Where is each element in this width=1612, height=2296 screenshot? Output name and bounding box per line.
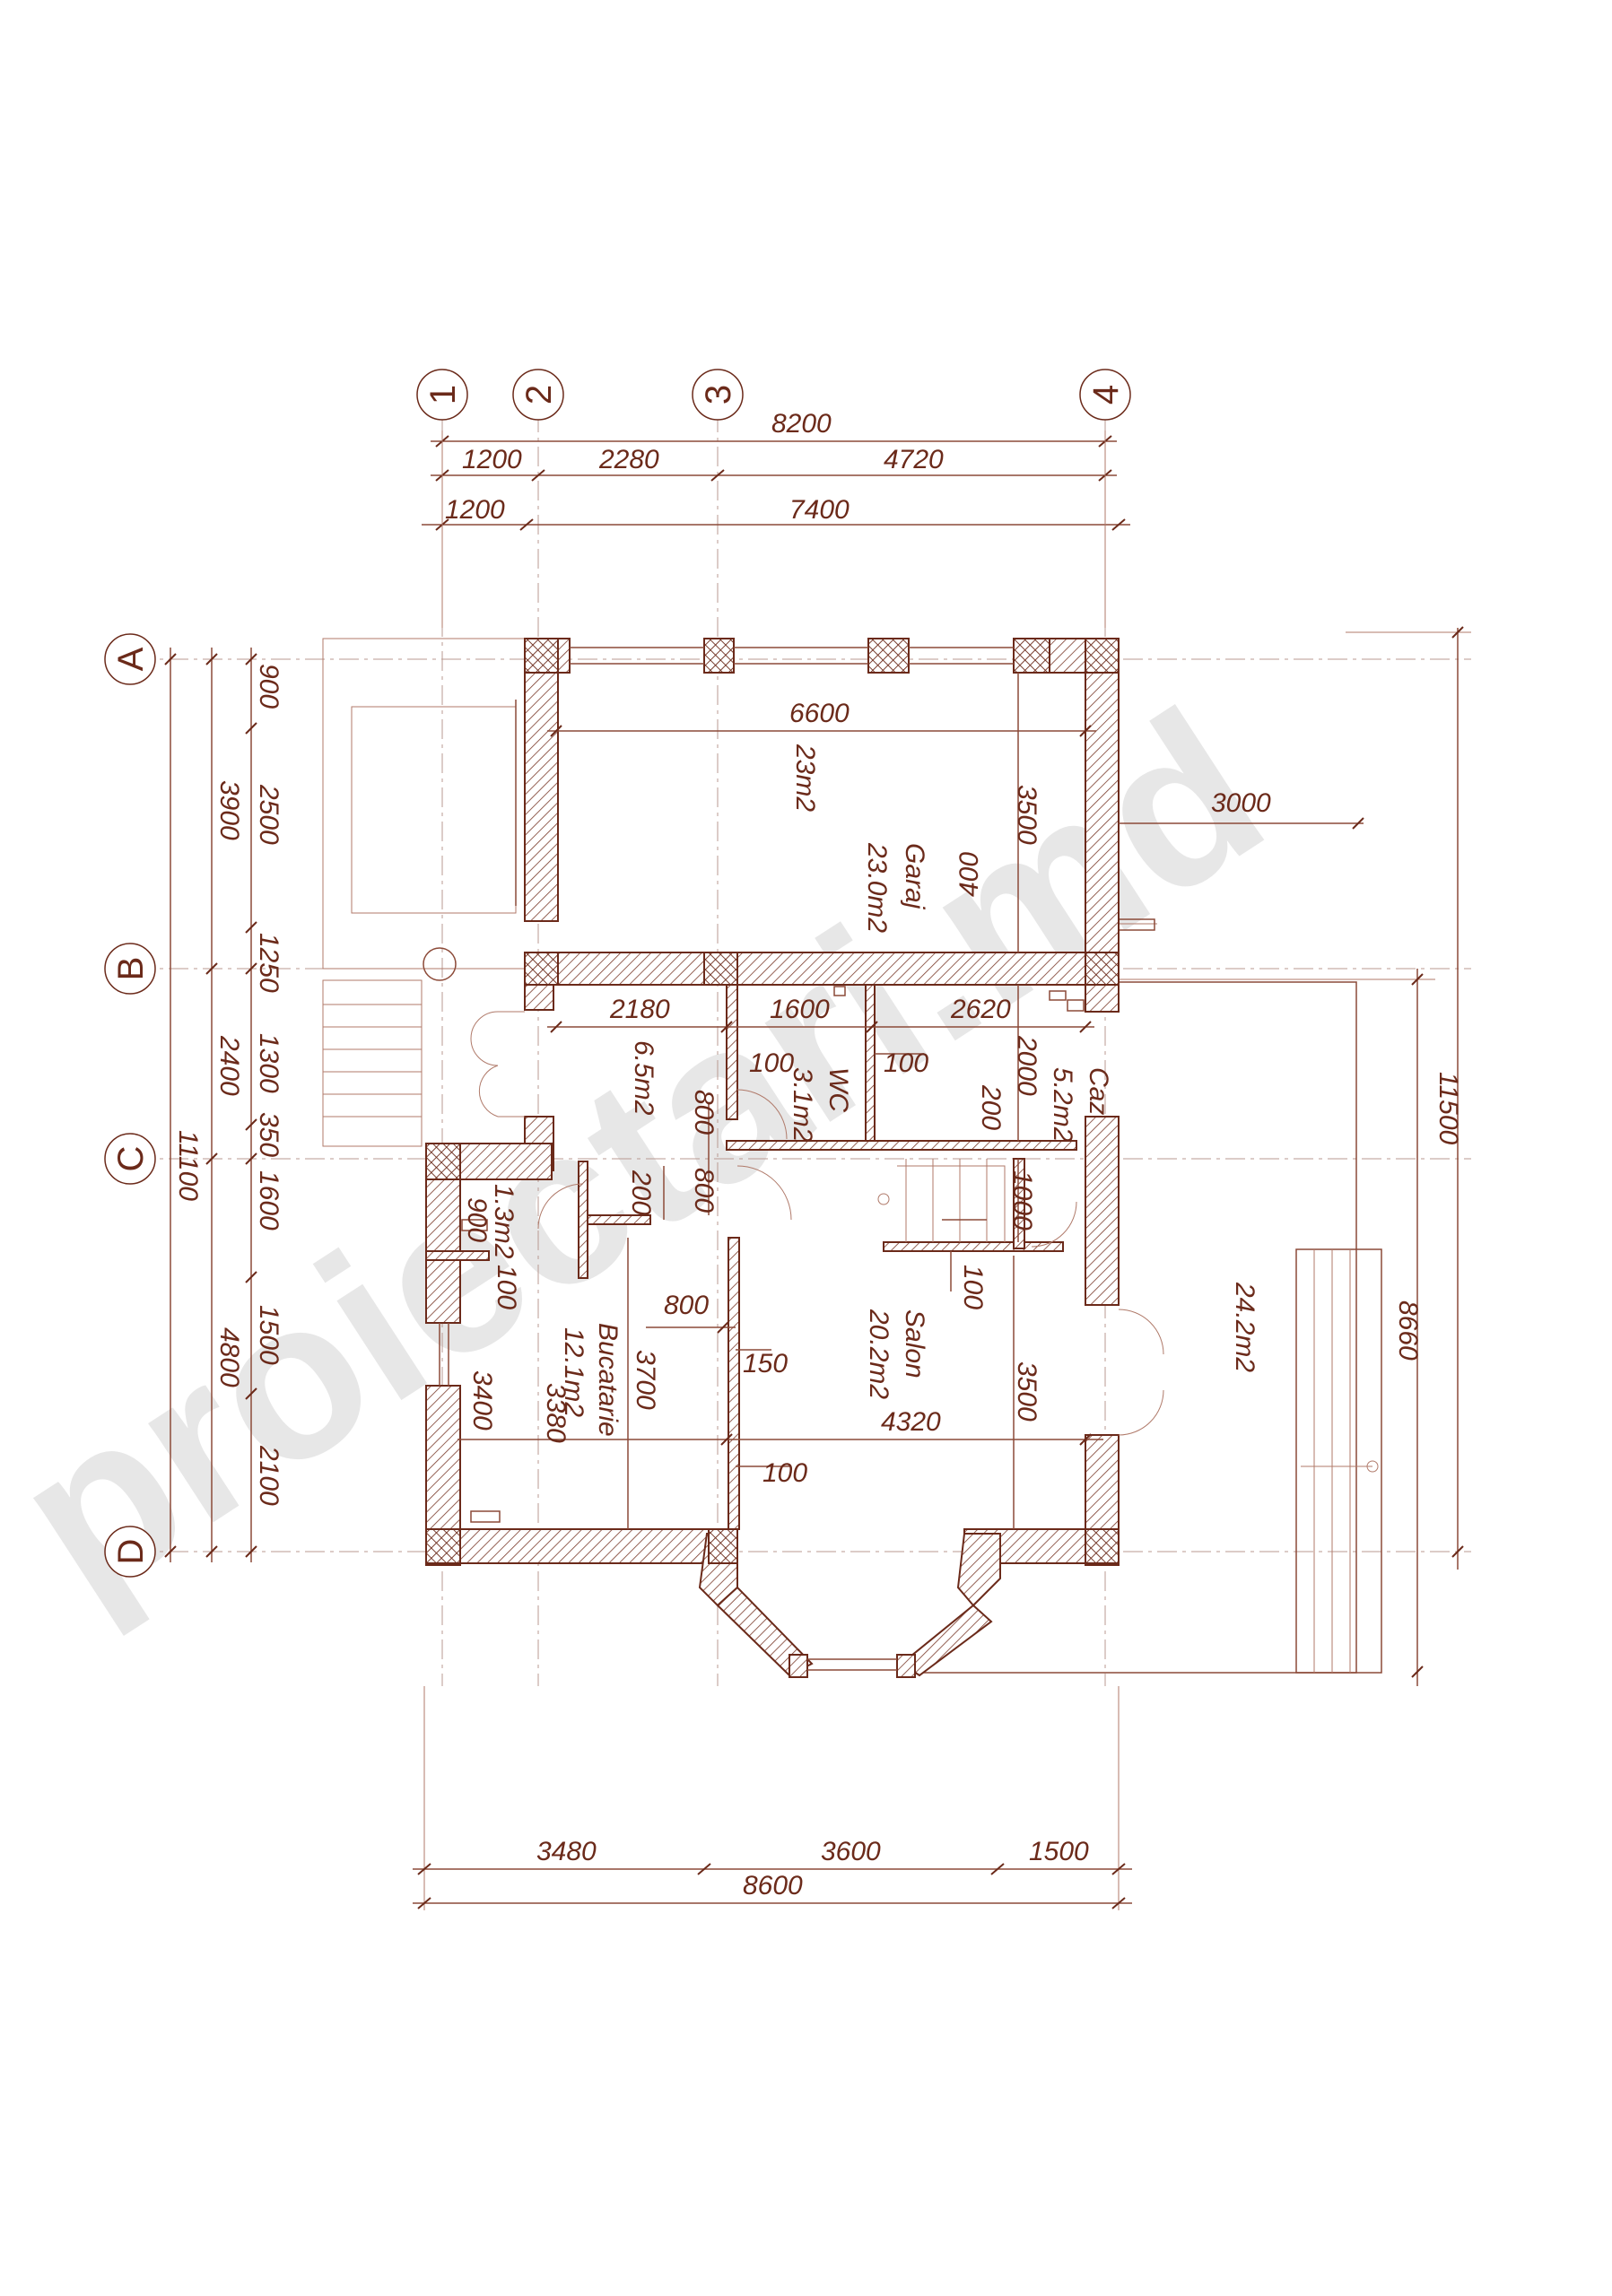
svg-text:C: C xyxy=(111,1146,151,1172)
wc-area: 3.1m2 xyxy=(788,1067,817,1143)
walls xyxy=(425,638,1120,1678)
axis-bubble-1: 1 xyxy=(416,369,468,421)
caz-name: Caz xyxy=(1084,1067,1113,1115)
dim-900: 900 xyxy=(462,1197,492,1242)
right-dimensions: 11500 8660 xyxy=(1105,626,1471,1686)
salon-area: 20.2m2 xyxy=(864,1309,893,1399)
hall-area: 6.5m2 xyxy=(629,1040,658,1116)
dim-3380: 3380 xyxy=(541,1383,571,1443)
dim-bottom-1500: 1500 xyxy=(1029,1837,1089,1866)
dim-left-350: 350 xyxy=(254,1112,283,1157)
dim-4320: 4320 xyxy=(881,1407,941,1437)
svg-text:B: B xyxy=(111,957,151,981)
doors xyxy=(461,986,1164,1523)
dim-left-2500: 2500 xyxy=(254,784,283,845)
axis-bubble-c: C xyxy=(104,1133,156,1185)
dim-garage-400: 400 xyxy=(954,852,984,897)
dim-top2-1200: 1200 xyxy=(445,495,505,525)
bottom-dimensions: 3480 3600 1500 8600 xyxy=(413,1686,1132,1910)
dim-100e: 100 xyxy=(762,1458,807,1488)
bucatarie-area: 12.1m2 xyxy=(559,1327,588,1417)
dim-1000: 1000 xyxy=(1007,1170,1037,1231)
dim-top2-7400: 7400 xyxy=(789,495,850,525)
dim-left-1600: 1600 xyxy=(254,1170,283,1231)
dim-hall-width: 2180 xyxy=(609,995,670,1024)
svg-text:2: 2 xyxy=(519,385,559,404)
dim-left-3900: 3900 xyxy=(214,780,244,840)
svg-text:D: D xyxy=(111,1539,151,1565)
dim-top-1200: 1200 xyxy=(462,445,522,474)
interior-dim-lines xyxy=(457,673,1364,1529)
dim-garage-ext: 3000 xyxy=(1211,788,1271,818)
axis-bubble-4: 4 xyxy=(1079,369,1131,421)
dim-caz-width: 2620 xyxy=(950,995,1011,1024)
dim-100d: 100 xyxy=(492,1265,521,1309)
svg-text:1: 1 xyxy=(423,385,463,404)
garaj-area-a: 23m2 xyxy=(790,744,820,812)
salon-name: Salon xyxy=(900,1309,929,1378)
dim-3500b: 3500 xyxy=(1012,1361,1041,1422)
dim-top-2280: 2280 xyxy=(598,445,659,474)
dim-top-4720: 4720 xyxy=(884,445,944,474)
interior-dims: 6600 3500 3000 400 2180 1600 2620 100 10… xyxy=(462,699,1271,1488)
dim-left-1300: 1300 xyxy=(254,1033,283,1093)
dim-bottom-3480: 3480 xyxy=(536,1837,597,1866)
garaj-name: Garaj xyxy=(900,843,929,910)
left-dimensions: 11100 3900 2400 4800 900 2500 1250 1300 … xyxy=(164,648,283,1562)
dim-100c: 100 xyxy=(958,1265,988,1309)
svg-text:A: A xyxy=(111,647,151,671)
dim-left-2100: 2100 xyxy=(254,1445,283,1506)
room-labels: 23m2 Garaj 23.0m2 6.5m2 WC 3.1m2 Caz 5.2… xyxy=(489,744,1259,1437)
dim-3700: 3700 xyxy=(631,1350,660,1410)
terrace-area: 24.2m2 xyxy=(1230,1282,1259,1372)
dim-left-1500: 1500 xyxy=(254,1305,283,1365)
top-dimensions: 8200 1200 2280 4720 1200 7400 xyxy=(422,409,1130,628)
dim-100a: 100 xyxy=(749,1048,794,1078)
axis-bubble-3: 3 xyxy=(692,369,744,421)
dim-right-11500: 11500 xyxy=(1433,1072,1463,1145)
axis-bubble-a: A xyxy=(104,633,156,685)
bucatarie-name: Bucatarie xyxy=(593,1323,623,1437)
dim-200a: 200 xyxy=(976,1084,1006,1130)
dim-left-4800: 4800 xyxy=(214,1327,244,1387)
dim-800b: 800 xyxy=(689,1168,719,1213)
dim-800c: 800 xyxy=(664,1291,709,1320)
dim-left-900: 900 xyxy=(254,664,283,709)
dim-bottom-3600: 3600 xyxy=(821,1837,881,1866)
dim-2000: 2000 xyxy=(1012,1035,1041,1096)
dim-left-2400: 2400 xyxy=(214,1035,244,1096)
dim-150: 150 xyxy=(743,1349,788,1378)
external-outlines xyxy=(322,638,1382,1674)
garaj-area-b: 23.0m2 xyxy=(862,842,892,933)
dim-top-total: 8200 xyxy=(771,409,832,439)
dim-200b: 200 xyxy=(626,1170,656,1215)
wc-name: WC xyxy=(823,1067,853,1112)
caz-area: 5.2m2 xyxy=(1048,1067,1077,1143)
dim-800a: 800 xyxy=(689,1090,719,1135)
dim-3400: 3400 xyxy=(467,1370,497,1431)
svg-text:3: 3 xyxy=(699,385,738,404)
dim-left-11100: 11100 xyxy=(173,1130,203,1201)
axis-bubble-d: D xyxy=(104,1526,156,1578)
dim-wc-width: 1600 xyxy=(770,995,830,1024)
svg-text:4: 4 xyxy=(1086,385,1126,404)
dim-100b: 100 xyxy=(884,1048,928,1078)
axis-bubble-b: B xyxy=(104,943,156,995)
dim-left-1250: 1250 xyxy=(254,933,283,993)
small-area: 1.3m2 xyxy=(489,1184,518,1259)
dim-garage-depth: 3500 xyxy=(1012,785,1041,845)
axis-bubble-2: 2 xyxy=(512,369,564,421)
dim-bottom-8600: 8600 xyxy=(743,1871,803,1900)
dim-right-8660: 8660 xyxy=(1393,1300,1423,1361)
dim-garage-width: 6600 xyxy=(789,699,850,728)
